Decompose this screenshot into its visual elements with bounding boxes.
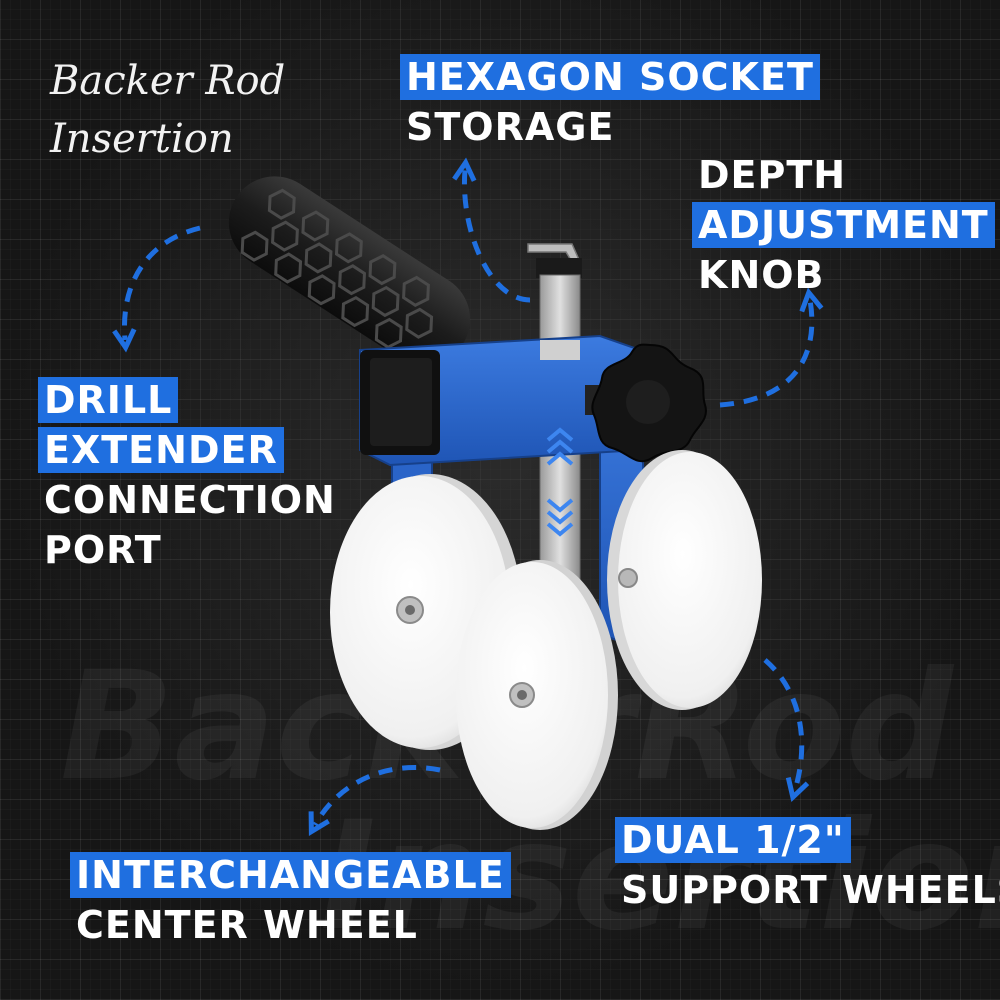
center-wheel bbox=[456, 560, 618, 830]
callout-dual-rest: SUPPORT WHEELS bbox=[621, 868, 1000, 912]
title-script: Backer Rod Insertion bbox=[50, 52, 285, 168]
hex-key bbox=[527, 243, 582, 278]
callout-drill-line-4: PORT bbox=[44, 528, 162, 572]
handle-grip bbox=[228, 176, 471, 366]
callout-drill-line-3: CONNECTION bbox=[44, 478, 336, 522]
callout-center-wheel: INTERCHANGEABLE CENTER WHEEL bbox=[70, 850, 511, 950]
arrow-drill bbox=[112, 225, 201, 353]
title-script-line-1: Backer Rod bbox=[50, 58, 286, 104]
title-script-line-2: Insertion bbox=[50, 116, 234, 162]
arrow-center bbox=[308, 764, 441, 836]
callout-drill-highlight-2: EXTENDER bbox=[38, 427, 284, 473]
back-support-wheel bbox=[607, 450, 762, 710]
chevron-decals bbox=[546, 427, 574, 537]
callout-drill-highlight-1: DRILL bbox=[38, 377, 179, 423]
arrow-depth bbox=[719, 287, 824, 408]
callout-center-highlight: INTERCHANGEABLE bbox=[70, 852, 511, 898]
callout-hexagon-socket: HEXAGON SOCKET STORAGE bbox=[400, 52, 820, 152]
callout-hexagon-rest: STORAGE bbox=[406, 105, 615, 149]
depth-knob bbox=[585, 343, 707, 463]
callout-depth-highlight: ADJUSTMENT bbox=[692, 202, 995, 248]
arrow-hexagon bbox=[452, 157, 531, 303]
callout-center-rest: CENTER WHEEL bbox=[76, 903, 418, 947]
arrow-dual bbox=[763, 658, 810, 803]
callout-dual-highlight: DUAL 1/2" bbox=[615, 817, 851, 863]
callout-drill-extender: DRILL EXTENDER CONNECTION PORT bbox=[38, 375, 342, 575]
callout-depth-line-1: DEPTH bbox=[698, 153, 847, 197]
callout-dual-wheels: DUAL 1/2" SUPPORT WHEELS bbox=[615, 815, 1000, 915]
callout-depth-knob: DEPTH ADJUSTMENT KNOB bbox=[692, 150, 995, 300]
tool-head bbox=[359, 334, 641, 467]
callout-hexagon-highlight: HEXAGON SOCKET bbox=[400, 54, 820, 100]
callout-depth-line-3: KNOB bbox=[698, 253, 825, 297]
